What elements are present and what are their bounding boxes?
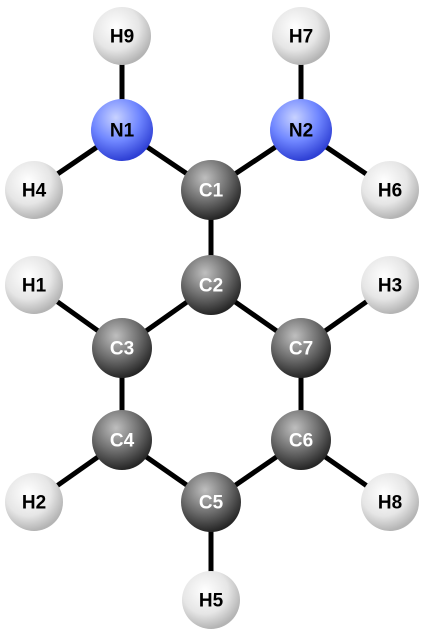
atom-label-h6: H6 <box>378 181 402 202</box>
atom-label-h8: H8 <box>378 493 402 514</box>
atom-h6: H6 <box>361 161 419 219</box>
atom-label-c7: C7 <box>289 339 313 360</box>
atom-h3: H3 <box>361 256 419 314</box>
atom-sphere-h3 <box>361 256 419 314</box>
atom-label-h3: H3 <box>378 276 402 297</box>
atom-sphere-h7 <box>272 7 330 65</box>
atom-label-n1: N1 <box>110 121 135 142</box>
atom-label-c5: C5 <box>199 493 224 514</box>
atom-sphere-h5 <box>182 571 240 629</box>
atom-sphere-h2 <box>5 473 63 531</box>
atom-sphere-c2 <box>181 255 241 315</box>
atom-h1: H1 <box>5 256 63 314</box>
atom-c7: C7 <box>271 318 331 378</box>
atom-h5: H5 <box>182 571 240 629</box>
atom-sphere-h6 <box>361 161 419 219</box>
atom-sphere-c1 <box>181 160 241 220</box>
atom-n1: N1 <box>91 99 153 161</box>
atom-sphere-n1 <box>91 99 153 161</box>
atom-sphere-c5 <box>181 472 241 532</box>
atom-sphere-h8 <box>361 473 419 531</box>
atom-n2: N2 <box>270 99 332 161</box>
atom-label-c2: C2 <box>199 276 223 297</box>
atom-c3: C3 <box>92 318 152 378</box>
atom-sphere-h4 <box>5 161 63 219</box>
atom-sphere-h1 <box>5 256 63 314</box>
atom-sphere-n2 <box>270 99 332 161</box>
atom-sphere-c6 <box>271 410 331 470</box>
atom-h4: H4 <box>5 161 63 219</box>
atom-label-h1: H1 <box>22 276 47 297</box>
atom-label-h5: H5 <box>199 591 224 612</box>
atom-c5: C5 <box>181 472 241 532</box>
atom-c1: C1 <box>181 160 241 220</box>
atom-label-c3: C3 <box>110 339 134 360</box>
atom-label-c1: C1 <box>199 181 224 202</box>
atom-c6: C6 <box>271 410 331 470</box>
atom-sphere-c3 <box>92 318 152 378</box>
atom-label-h9: H9 <box>110 27 134 48</box>
atom-sphere-c4 <box>92 410 152 470</box>
atom-sphere-h9 <box>93 7 151 65</box>
atom-label-c6: C6 <box>289 431 313 452</box>
atom-c4: C4 <box>92 410 152 470</box>
atom-label-h4: H4 <box>22 181 47 202</box>
atom-label-n2: N2 <box>289 121 313 142</box>
atom-sphere-c7 <box>271 318 331 378</box>
atom-label-h2: H2 <box>22 493 46 514</box>
atom-label-h7: H7 <box>289 27 313 48</box>
atom-label-c4: C4 <box>110 431 135 452</box>
atom-h7: H7 <box>272 7 330 65</box>
atom-h9: H9 <box>93 7 151 65</box>
atom-c2: C2 <box>181 255 241 315</box>
atom-h8: H8 <box>361 473 419 531</box>
atom-h2: H2 <box>5 473 63 531</box>
